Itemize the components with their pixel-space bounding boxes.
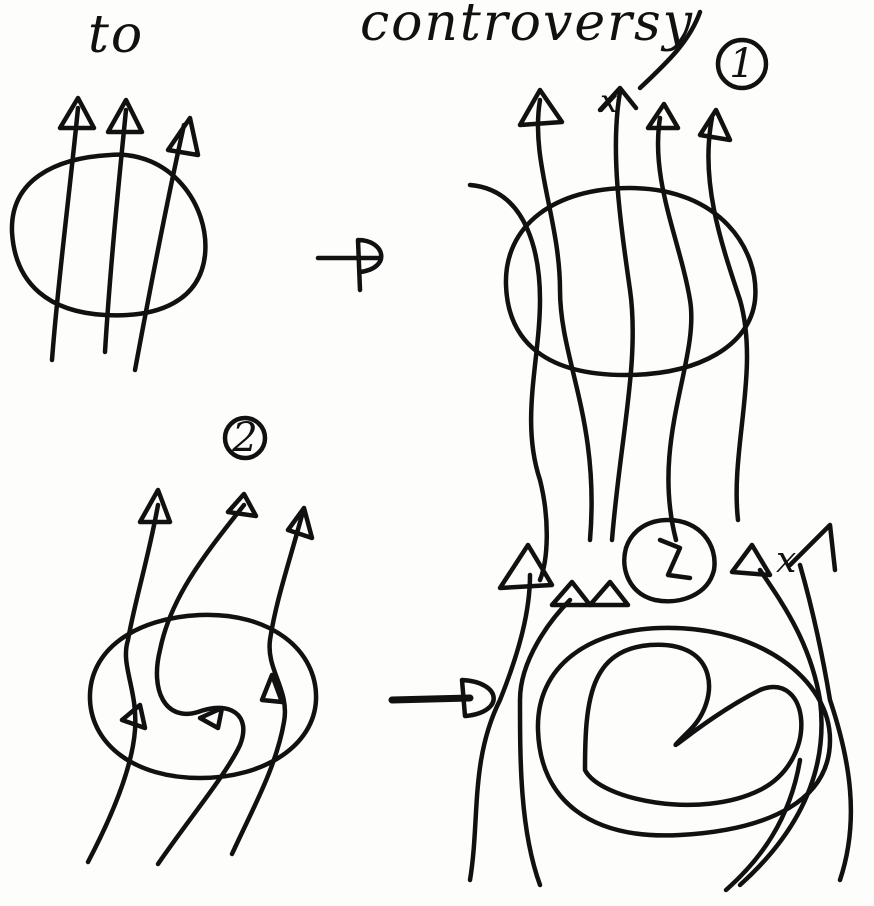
field-line — [658, 118, 691, 540]
field-line — [135, 125, 184, 370]
field-line — [52, 108, 78, 360]
x-mark-top: x — [600, 82, 618, 120]
panel-initial — [12, 98, 205, 370]
arrow-head — [648, 104, 678, 128]
arrow-head — [732, 545, 770, 575]
arrow-head — [590, 582, 628, 605]
field-line — [520, 600, 570, 885]
panel-number-2: 2 — [225, 415, 265, 461]
panel-number-1-text: 1 — [729, 41, 754, 87]
field-line — [726, 760, 800, 890]
transition-arrow-bottom — [392, 680, 494, 716]
field-line — [612, 92, 633, 540]
arrow-head — [700, 110, 730, 140]
field-line — [708, 118, 747, 520]
arrow-head — [790, 525, 835, 570]
title-label: controversy — [360, 0, 694, 53]
lower-spiral — [585, 645, 801, 805]
field-line — [470, 185, 547, 580]
x-mark-right: x — [776, 540, 796, 581]
field-line — [800, 565, 851, 880]
core-mark — [660, 540, 690, 578]
field-line — [740, 570, 822, 885]
field-line — [88, 505, 158, 862]
panel-twisted — [88, 490, 316, 864]
field-line — [157, 505, 244, 864]
time-label: to — [88, 5, 144, 65]
field-line — [538, 100, 592, 540]
panel-number-2-text: 2 — [231, 415, 257, 461]
panel-number-1: 1 — [718, 40, 766, 88]
transition-arrow-top — [318, 240, 381, 290]
core-circle — [624, 520, 714, 601]
panel-eruption: x x — [470, 12, 851, 890]
